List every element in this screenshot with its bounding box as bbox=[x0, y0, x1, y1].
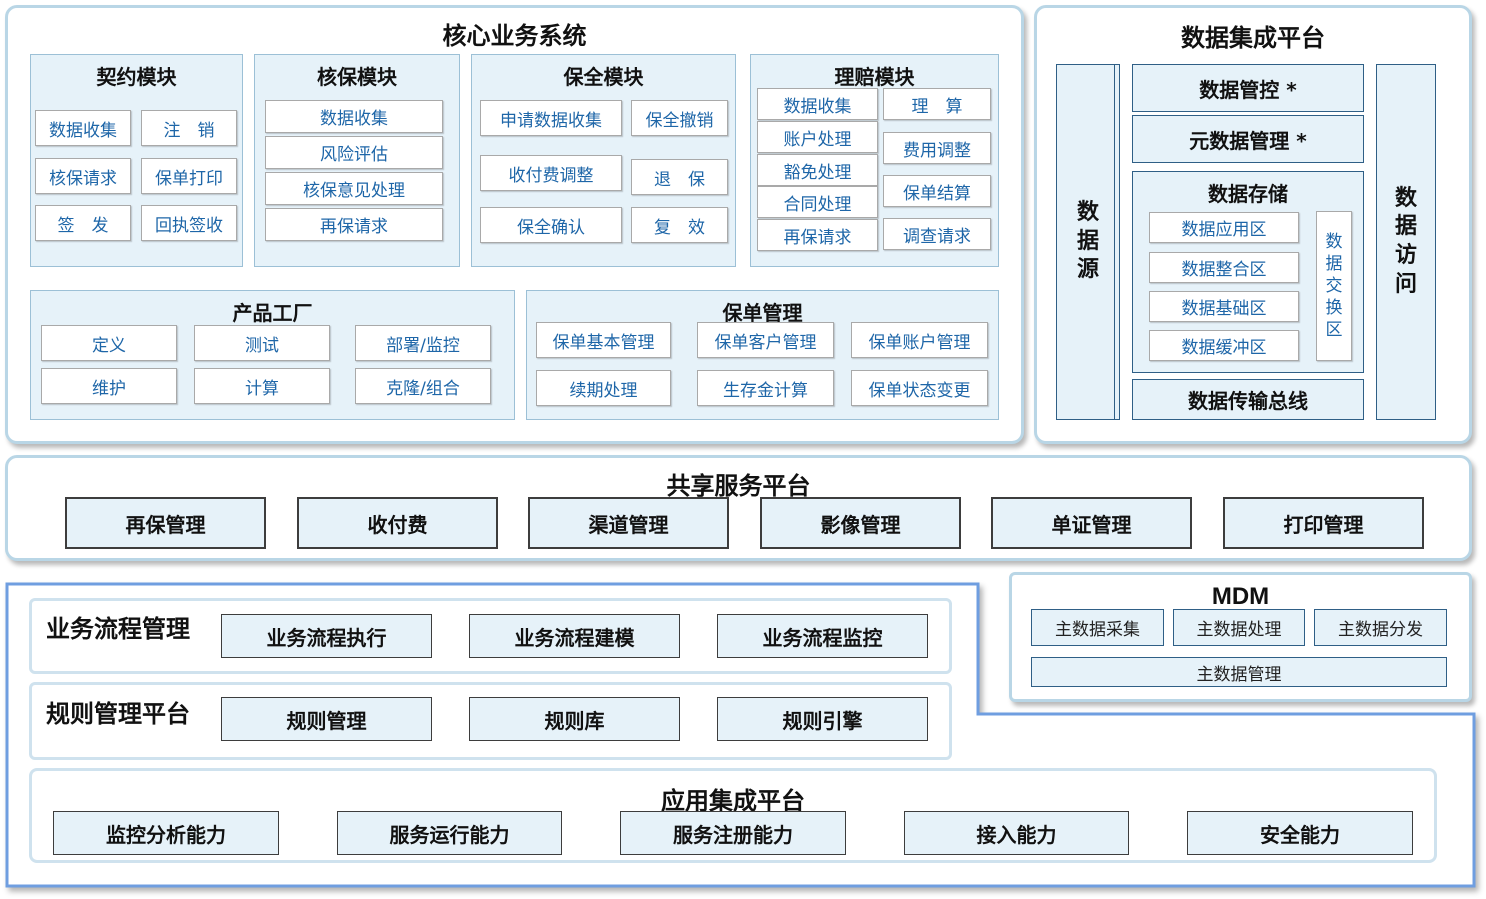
claims-fee-adjust[interactable]: 费用调整 bbox=[883, 132, 991, 164]
underwriting-risk-assessment[interactable]: 风险评估 bbox=[265, 136, 443, 169]
data-source-column bbox=[1056, 64, 1120, 420]
data-control-box[interactable]: 数据管控 * bbox=[1132, 64, 1364, 112]
bpm-execute[interactable]: 业务流程执行 bbox=[221, 614, 432, 658]
data-storage-title: 数据存储 bbox=[1208, 182, 1288, 206]
app-integration-title: 应用集成平台 bbox=[661, 787, 805, 815]
policy-customer-management[interactable]: 保单客户管理 bbox=[697, 322, 834, 358]
claims-investigation-request[interactable]: 调查请求 bbox=[883, 218, 991, 250]
rules-engine[interactable]: 规则引擎 bbox=[717, 697, 928, 741]
preservation-confirm[interactable]: 保全确认 bbox=[480, 207, 622, 243]
rules-library[interactable]: 规则库 bbox=[469, 697, 680, 741]
bpm-monitor[interactable]: 业务流程监控 bbox=[717, 614, 928, 658]
policy-status-change[interactable]: 保单状态变更 bbox=[851, 370, 988, 406]
mdm-collect[interactable]: 主数据采集 bbox=[1031, 609, 1164, 646]
data-transfer-bus[interactable]: 数据传输总线 bbox=[1132, 379, 1364, 420]
app-service-runtime[interactable]: 服务运行能力 bbox=[337, 811, 562, 855]
claims-waiver-processing[interactable]: 豁免处理 bbox=[757, 154, 878, 186]
contract-underwriting-request[interactable]: 核保请求 bbox=[35, 158, 131, 194]
bpm-title: 业务流程管理 bbox=[46, 615, 190, 643]
underwriting-module-title: 核保模块 bbox=[317, 65, 397, 89]
contract-module-title: 契约模块 bbox=[96, 65, 177, 89]
contract-data-collection[interactable]: 数据收集 bbox=[35, 110, 131, 146]
preservation-module-title: 保全模块 bbox=[563, 65, 644, 89]
data-access-label: 数 据 访 问 bbox=[1394, 185, 1417, 297]
shared-reinsurance[interactable]: 再保管理 bbox=[65, 497, 266, 549]
data-integration-zone[interactable]: 数据整合区 bbox=[1149, 252, 1299, 283]
data-source-label: 数 据 源 bbox=[1076, 200, 1099, 283]
policy-renewal[interactable]: 续期处理 bbox=[536, 370, 671, 406]
policy-management-title: 保单管理 bbox=[722, 301, 803, 325]
underwriting-reinsurance-request[interactable]: 再保请求 bbox=[265, 208, 443, 241]
shared-print[interactable]: 打印管理 bbox=[1223, 497, 1424, 549]
contract-receipt-sign[interactable]: 回执签收 bbox=[141, 205, 237, 241]
shared-channel[interactable]: 渠道管理 bbox=[528, 497, 729, 549]
data-application-zone[interactable]: 数据应用区 bbox=[1149, 212, 1299, 243]
app-access[interactable]: 接入能力 bbox=[904, 811, 1129, 855]
metadata-management-box[interactable]: 元数据管理 * bbox=[1132, 115, 1364, 163]
claims-account-processing[interactable]: 账户处理 bbox=[757, 121, 878, 153]
preservation-apply-data[interactable]: 申请数据收集 bbox=[480, 100, 622, 136]
data-exchange-zone[interactable]: 数 据 交 换 区 bbox=[1316, 211, 1352, 361]
underwriting-data-collection[interactable]: 数据收集 bbox=[265, 100, 443, 133]
data-integration-title: 数据集成平台 bbox=[1181, 24, 1325, 52]
shared-imaging[interactable]: 影像管理 bbox=[760, 497, 961, 549]
core-business-title: 核心业务系统 bbox=[442, 22, 587, 50]
product-maintain[interactable]: 维护 bbox=[41, 368, 177, 404]
product-clone-combine[interactable]: 克隆/组合 bbox=[355, 368, 491, 404]
rules-title: 规则管理平台 bbox=[46, 700, 190, 728]
claims-data-collection[interactable]: 数据收集 bbox=[757, 88, 878, 120]
data-buffer-zone[interactable]: 数据缓冲区 bbox=[1149, 330, 1299, 361]
claims-reinsurance-request[interactable]: 再保请求 bbox=[757, 219, 878, 251]
claims-contract-processing[interactable]: 合同处理 bbox=[757, 186, 878, 218]
mdm-title: MDM bbox=[1211, 583, 1270, 610]
shared-payment[interactable]: 收付费 bbox=[297, 497, 498, 549]
product-define[interactable]: 定义 bbox=[41, 325, 177, 361]
product-compute[interactable]: 计算 bbox=[194, 368, 330, 404]
data-foundation-zone[interactable]: 数据基础区 bbox=[1149, 291, 1299, 322]
policy-survival-benefit[interactable]: 生存金计算 bbox=[697, 370, 834, 406]
contract-issue[interactable]: 签 发 bbox=[35, 205, 131, 241]
preservation-revoke[interactable]: 保全撤销 bbox=[631, 100, 728, 136]
contract-cancel[interactable]: 注 销 bbox=[141, 110, 237, 146]
contract-policy-print[interactable]: 保单打印 bbox=[141, 158, 237, 194]
underwriting-opinion[interactable]: 核保意见处理 bbox=[265, 172, 443, 205]
app-security[interactable]: 安全能力 bbox=[1187, 811, 1413, 855]
preservation-payment-adjust[interactable]: 收付费调整 bbox=[480, 155, 622, 191]
mdm-distribute[interactable]: 主数据分发 bbox=[1314, 609, 1447, 646]
rules-management[interactable]: 规则管理 bbox=[221, 697, 432, 741]
shared-service-title: 共享服务平台 bbox=[666, 472, 811, 500]
claims-policy-settlement[interactable]: 保单结算 bbox=[883, 175, 991, 207]
product-test[interactable]: 测试 bbox=[194, 325, 330, 361]
data-source-divider bbox=[1114, 64, 1120, 420]
app-monitoring-analysis[interactable]: 监控分析能力 bbox=[53, 811, 279, 855]
product-deploy-monitor[interactable]: 部署/监控 bbox=[355, 325, 491, 361]
mdm-management[interactable]: 主数据管理 bbox=[1031, 657, 1447, 687]
preservation-surrender[interactable]: 退 保 bbox=[631, 159, 728, 195]
mdm-process[interactable]: 主数据处理 bbox=[1173, 609, 1305, 646]
preservation-reinstate[interactable]: 复 效 bbox=[631, 207, 728, 243]
product-factory-title: 产品工厂 bbox=[232, 301, 313, 325]
policy-account-management[interactable]: 保单账户管理 bbox=[851, 322, 988, 358]
bpm-model[interactable]: 业务流程建模 bbox=[469, 614, 680, 658]
claims-adjustment-calc[interactable]: 理 算 bbox=[883, 88, 991, 120]
app-service-registry[interactable]: 服务注册能力 bbox=[620, 811, 846, 855]
policy-basic-management[interactable]: 保单基本管理 bbox=[536, 322, 671, 358]
shared-document[interactable]: 单证管理 bbox=[991, 497, 1192, 549]
data-access-column bbox=[1376, 64, 1436, 420]
claims-module-title: 理赔模块 bbox=[834, 65, 915, 89]
